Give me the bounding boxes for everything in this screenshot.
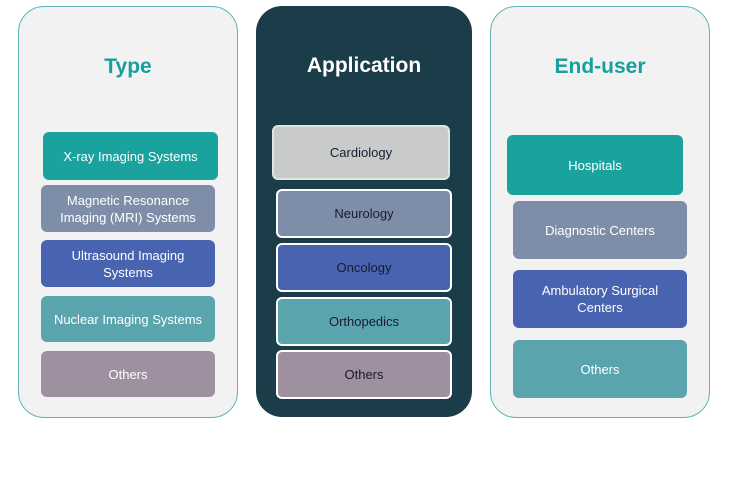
type-panel-title: Type <box>104 55 152 78</box>
application-item-neurology: Neurology <box>276 189 452 238</box>
application-item-oncology: Oncology <box>276 243 452 292</box>
end-user-item-others: Others <box>513 340 687 398</box>
application-item-cardiology: Cardiology <box>272 125 450 180</box>
end-user-item-ambulatory-surgical-centers: Ambulatory Surgical Centers <box>513 270 687 328</box>
application-item-orthopedics: Orthopedics <box>276 297 452 346</box>
end-user-item-hospitals: Hospitals <box>507 135 683 195</box>
type-item-mri: Magnetic Resonance Imaging (MRI) Systems <box>41 185 215 232</box>
end-user-panel-title: End-user <box>554 55 646 78</box>
type-panel: Type X-ray Imaging Systems Magnetic Reso… <box>18 6 238 418</box>
application-item-others: Others <box>276 350 452 399</box>
end-user-item-diagnostic-centers: Diagnostic Centers <box>513 201 687 259</box>
application-panel: Application Cardiology Neurology Oncolog… <box>256 6 472 417</box>
type-item-xray: X-ray Imaging Systems <box>43 132 218 180</box>
type-item-others: Others <box>41 351 215 397</box>
type-item-ultrasound: Ultrasound Imaging Systems <box>41 240 215 287</box>
application-panel-title: Application <box>306 54 422 77</box>
end-user-panel: End-user Hospitals Diagnostic Centers Am… <box>490 6 710 418</box>
type-item-nuclear: Nuclear Imaging Systems <box>41 296 215 342</box>
